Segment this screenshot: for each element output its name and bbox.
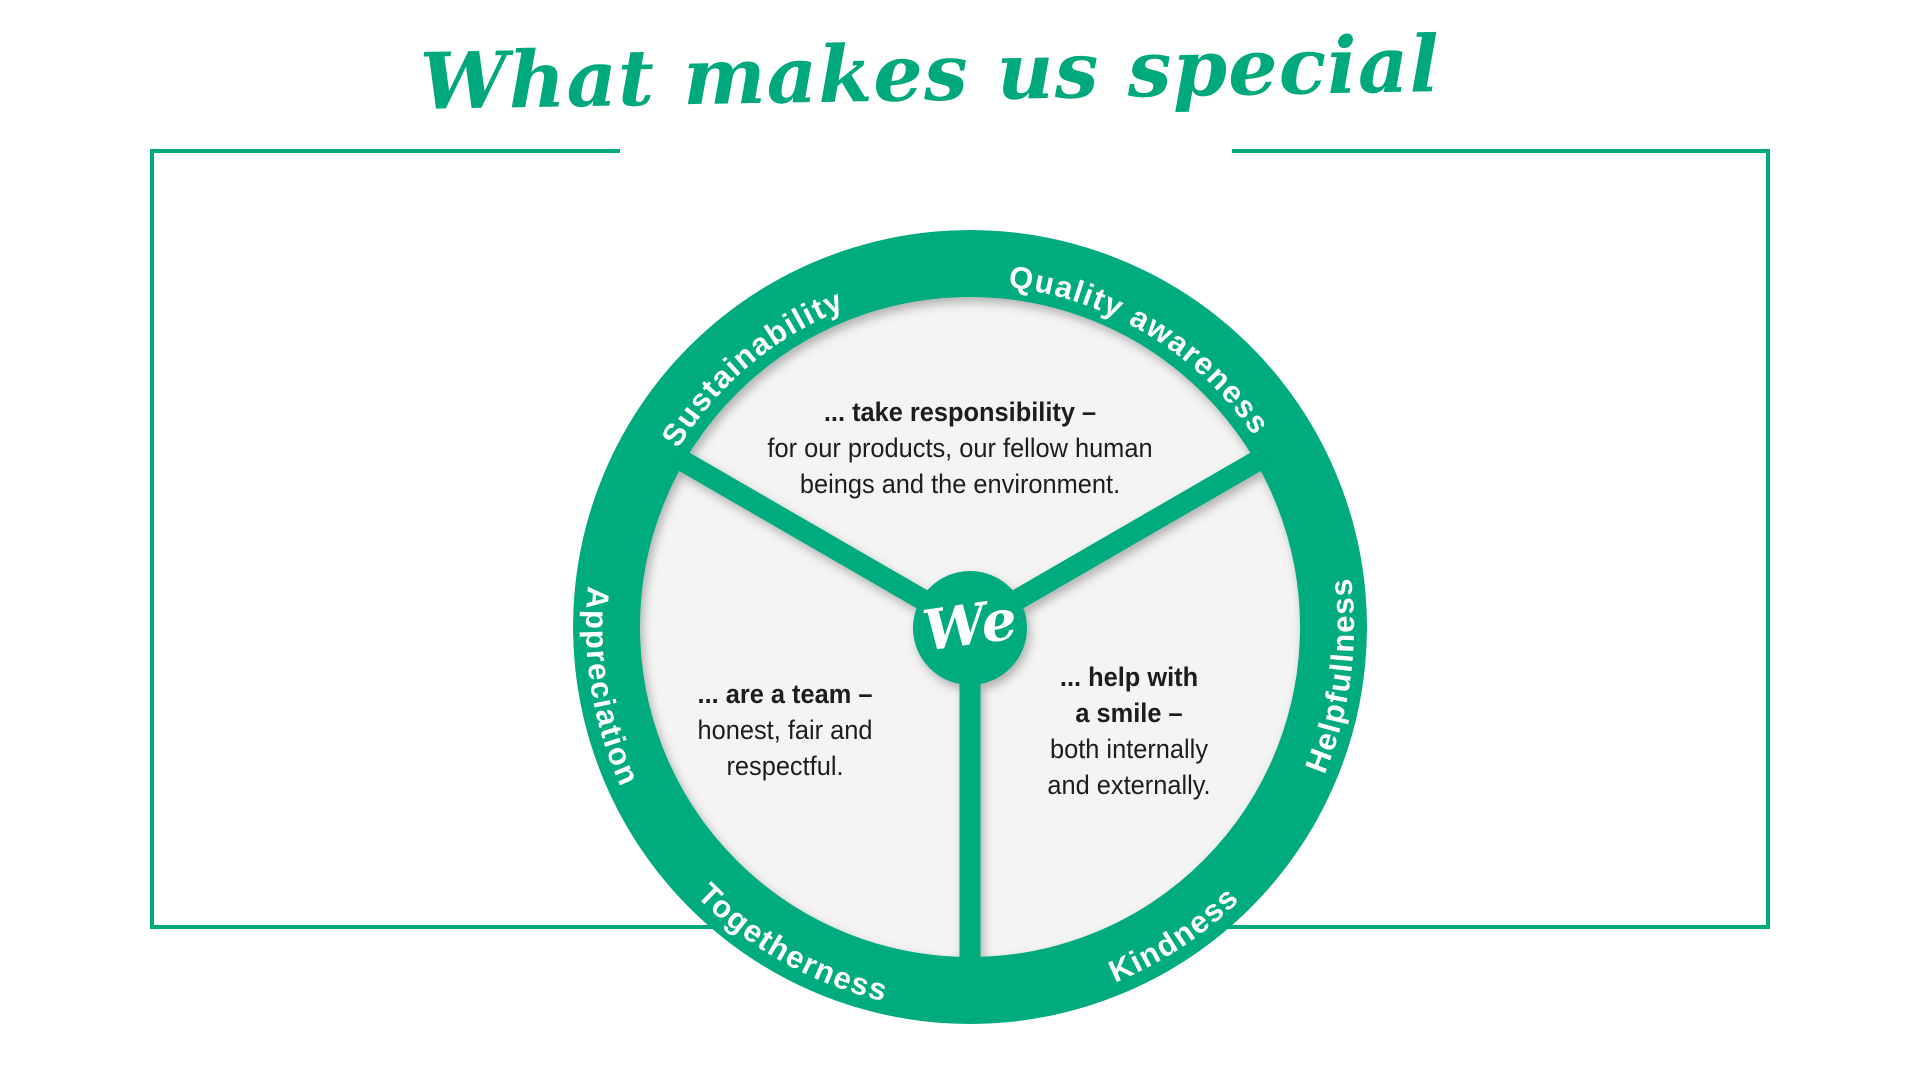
segment-top-line: beings and the environment. — [799, 469, 1121, 499]
segment-top-line: for our products, our fellow human — [767, 433, 1153, 463]
segment-top-text: ... take responsibility – for our produc… — [767, 394, 1152, 502]
segment-top-bold-line: ... take responsibility – — [823, 397, 1097, 427]
wheel-spoke-upleft — [670, 447, 976, 637]
segment-right-bold-line: a smile – — [1075, 698, 1183, 728]
wheel-overlay — [573, 230, 1367, 1024]
page-title: What makes us special — [419, 19, 1441, 128]
we-circle — [913, 571, 1027, 685]
wheel-ring-band — [573, 230, 1367, 1024]
we-label: We — [918, 586, 1022, 665]
segment-right-line: both internally — [1049, 734, 1209, 764]
segment-left-text: ... are a team – honest, fair and respec… — [698, 676, 873, 784]
wheel-spoke-upright — [964, 447, 1270, 637]
segment-left-line: respectful. — [726, 751, 844, 781]
segment-right-bold-line: ... help with — [1059, 662, 1199, 692]
segment-right-line: and externally. — [1047, 770, 1211, 800]
segment-left-bold-line: ... are a team – — [697, 679, 873, 709]
segment-right-text: ... help with a smile – both internally … — [1047, 659, 1210, 803]
segment-left-line: honest, fair and — [697, 715, 873, 745]
